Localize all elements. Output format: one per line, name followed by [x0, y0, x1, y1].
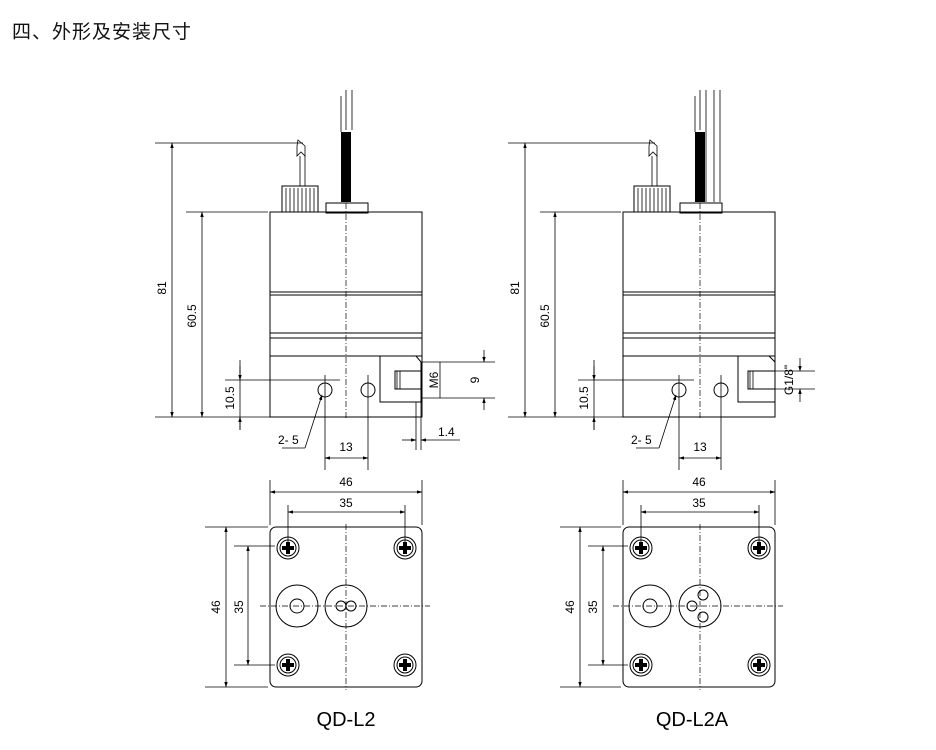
side-view-right [508, 90, 815, 470]
dim-35-side-left: 35 [232, 600, 246, 614]
dim-holes-note-left: 2- 5 [278, 433, 299, 447]
dim-13-right: 13 [693, 440, 707, 454]
section-title: 四、外形及安装尺寸 [12, 21, 193, 43]
dim-10-5-right: 10.5 [577, 386, 591, 410]
dim-81-left: 81 [155, 281, 169, 295]
dim-81-right: 81 [508, 281, 522, 295]
dim-46-side-left: 46 [209, 600, 223, 614]
dim-1-4: 1.4 [438, 425, 455, 439]
dim-35-side-right: 35 [586, 600, 600, 614]
dim-13-left: 13 [339, 440, 353, 454]
model-qd-l2-drawing [155, 90, 495, 690]
dim-g1-8: G1/8" [782, 365, 796, 395]
dim-60-5-left: 60.5 [185, 304, 199, 328]
bottom-view-right [560, 480, 783, 690]
dim-10-5-left: 10.5 [223, 386, 237, 410]
dim-35-top-right: 35 [692, 496, 706, 510]
bottom-view-left [205, 480, 430, 690]
model-qd-l2a-drawing [508, 90, 815, 690]
dim-60-5-right: 60.5 [538, 304, 552, 328]
dim-holes-note-right: 2- 5 [631, 433, 652, 447]
dim-46-top-right: 46 [692, 475, 706, 489]
caption-qd-l2a: QD-L2A [656, 709, 729, 731]
dim-46-side-right: 46 [563, 600, 577, 614]
dim-35-top-left: 35 [339, 496, 353, 510]
dim-m6: M6 [427, 371, 441, 388]
dim-46-top-left: 46 [339, 475, 353, 489]
caption-qd-l2: QD-L2 [317, 709, 376, 731]
dim-9: 9 [468, 376, 482, 383]
side-view-left [155, 90, 495, 470]
